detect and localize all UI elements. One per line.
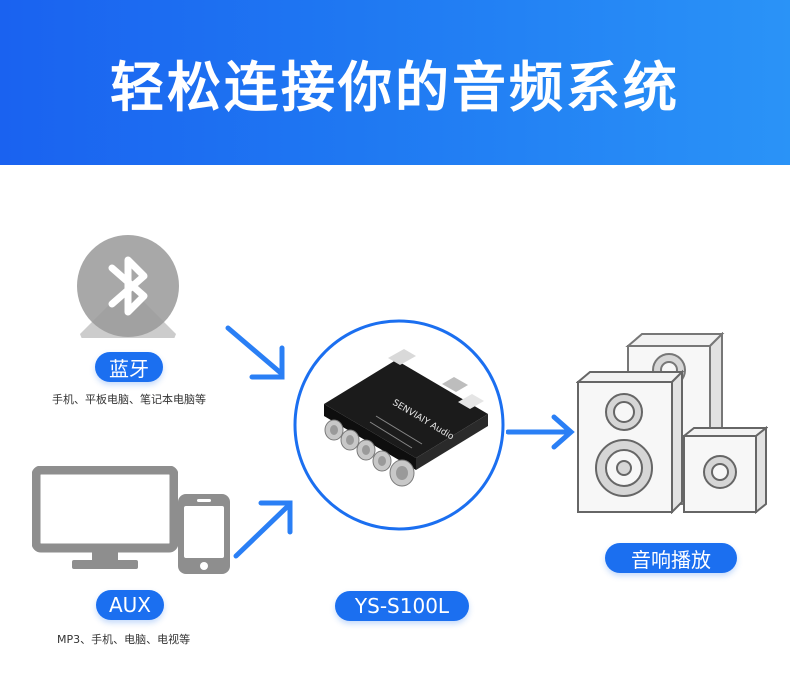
bluetooth-icon xyxy=(77,235,179,338)
page-title: 轻松连接你的音频系统 xyxy=(110,56,680,119)
arrow-down-right-icon xyxy=(225,325,285,380)
speakers-icon xyxy=(576,332,768,514)
amplifier-board-image: SENVIAIY Audio xyxy=(293,319,505,531)
monitor-icon xyxy=(32,466,178,569)
output-label: 音响播放 xyxy=(605,543,737,573)
arrow-right-icon xyxy=(506,414,575,450)
aux-label: AUX xyxy=(96,590,164,620)
arrow-up-right-icon xyxy=(233,500,293,559)
device-model-label: YS-S100L xyxy=(335,591,469,621)
bluetooth-caption: 手机、平板电脑、笔记本电脑等 xyxy=(52,393,206,406)
smartphone-icon xyxy=(178,494,230,574)
aux-caption: MP3、手机、电脑、电视等 xyxy=(57,633,191,646)
bluetooth-label: 蓝牙 xyxy=(95,352,163,382)
header-banner xyxy=(0,0,790,165)
